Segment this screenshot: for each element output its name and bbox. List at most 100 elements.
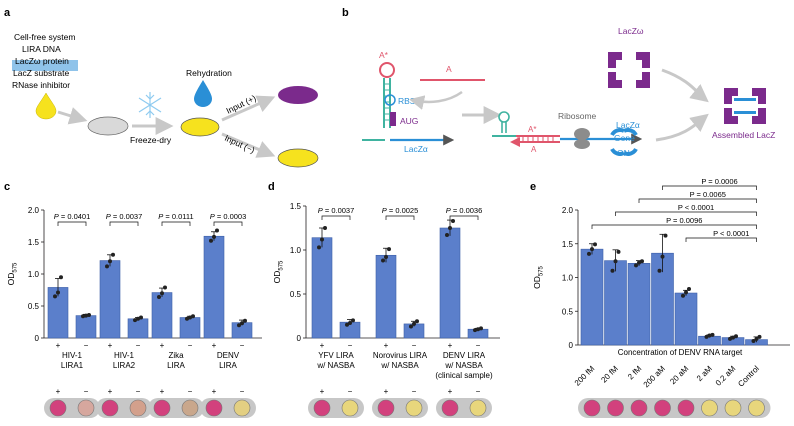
category-label: 20 aM: [668, 364, 690, 386]
y-tick-label: 0.5: [290, 290, 302, 299]
well: [701, 399, 718, 417]
data-point: [320, 237, 324, 242]
category-label: 20 fM: [599, 364, 620, 385]
data-point: [157, 295, 161, 300]
well-sign-minus: −: [84, 387, 89, 396]
p-bracket: [161, 221, 191, 226]
data-point: [136, 316, 140, 321]
data-point: [707, 333, 712, 338]
snowflake-icon: [138, 92, 162, 118]
well-pos: [205, 399, 223, 417]
p-value: P = 0.0037: [106, 212, 143, 221]
y-axis-label: OD575: [532, 265, 545, 288]
bar: [99, 260, 121, 339]
data-point: [412, 321, 416, 326]
category-label: 2 fM: [626, 364, 644, 382]
p-number: 0.0037: [331, 206, 354, 215]
p-number: 0.0401: [67, 212, 90, 221]
data-point: [590, 247, 594, 252]
sign-plus: +: [56, 341, 61, 350]
sign-minus: −: [348, 341, 353, 350]
data-point: [660, 254, 665, 259]
well: [748, 399, 765, 417]
well: [654, 399, 671, 417]
p-eq: =: [111, 212, 120, 221]
p-eq: =: [387, 206, 396, 215]
group-label: LIRA: [167, 361, 185, 370]
yellow-disc: [180, 117, 220, 137]
arrow-alpha-assemble: [655, 113, 709, 142]
data-point: [160, 291, 164, 296]
well-sign-minus: −: [348, 387, 353, 396]
bar: [311, 237, 333, 339]
p-value: P < 0.0001: [713, 229, 749, 238]
on-label: ON: [617, 148, 630, 158]
y-axis-label-main: OD: [532, 276, 542, 289]
p-eq: =: [323, 206, 332, 215]
p-bracket: [57, 221, 87, 226]
lacz-omega-highlight: [12, 60, 78, 71]
gene-label: Gene: [614, 133, 635, 143]
group-label: w/ NASBA: [444, 361, 483, 370]
rehydration-label: Rehydration: [186, 68, 232, 78]
well-neg: [469, 399, 487, 417]
arrow-drop-to-disc: [57, 107, 88, 125]
lacz-alpha-right: LacZα: [616, 120, 640, 130]
data-point: [728, 336, 732, 341]
well: [583, 399, 601, 417]
p-eq: =: [215, 212, 224, 221]
well-tray: [578, 398, 771, 418]
y-tick-label: 1.0: [28, 270, 40, 279]
y-axis-label-main: OD: [272, 271, 282, 284]
data-point: [81, 314, 85, 319]
group-label: LIRA1: [61, 361, 84, 370]
p-symbol: P: [318, 206, 323, 215]
freeze-dry-label: Freeze-dry: [130, 135, 172, 145]
yellow-drop: [35, 92, 57, 120]
sign-plus: +: [160, 341, 165, 350]
panel-label-d: d: [268, 181, 275, 193]
y-tick-label: 0.5: [28, 302, 40, 311]
p-symbol: P: [382, 206, 387, 215]
reagent-3: LacZω protein: [15, 56, 69, 66]
data-point: [415, 319, 419, 324]
well-neg: [341, 399, 359, 417]
group-label: DENV: [217, 351, 240, 360]
p-value: P = 0.0096: [666, 216, 702, 225]
well-neg: [129, 399, 147, 417]
well-sign-plus: +: [320, 387, 325, 396]
data-point: [212, 234, 216, 239]
p-value: P = 0.0065: [690, 190, 726, 199]
lacz-alpha-left: LacZα: [404, 144, 428, 154]
arrow-input-neg: [221, 132, 276, 158]
group-label: DENV LIRA: [443, 351, 486, 360]
p-value: P = 0.0006: [701, 177, 737, 186]
y-tick-label: 1.0: [290, 246, 302, 255]
data-point: [191, 314, 195, 319]
sign-plus: +: [212, 341, 217, 350]
p-symbol: P: [446, 206, 451, 215]
category-label: 0.2 aM: [714, 364, 738, 388]
p-symbol: P: [106, 212, 111, 221]
well: [630, 399, 648, 417]
panel-label-e: e: [530, 181, 536, 193]
p-number: 0.0025: [395, 206, 418, 215]
data-point: [616, 249, 621, 254]
data-point: [323, 226, 327, 230]
lacz-omega-label: LacZω: [618, 26, 644, 36]
data-point: [317, 245, 321, 250]
p-value: P = 0.0401: [54, 212, 91, 221]
y-tick-label: 0: [35, 334, 40, 343]
p-bracket: [385, 215, 415, 220]
data-point: [188, 315, 192, 320]
group-label: Norovirus LIRA: [373, 351, 428, 360]
sign-minus: −: [412, 341, 417, 350]
data-point: [108, 259, 112, 264]
sign-minus: −: [136, 341, 141, 350]
y-tick-label: 1.5: [28, 238, 40, 247]
well-sign-minus: −: [412, 387, 417, 396]
well-pos: [441, 399, 459, 417]
group-label: (clinical sample): [435, 371, 493, 380]
p-bracket: [615, 211, 757, 216]
y-tick-label: 0: [297, 334, 302, 343]
